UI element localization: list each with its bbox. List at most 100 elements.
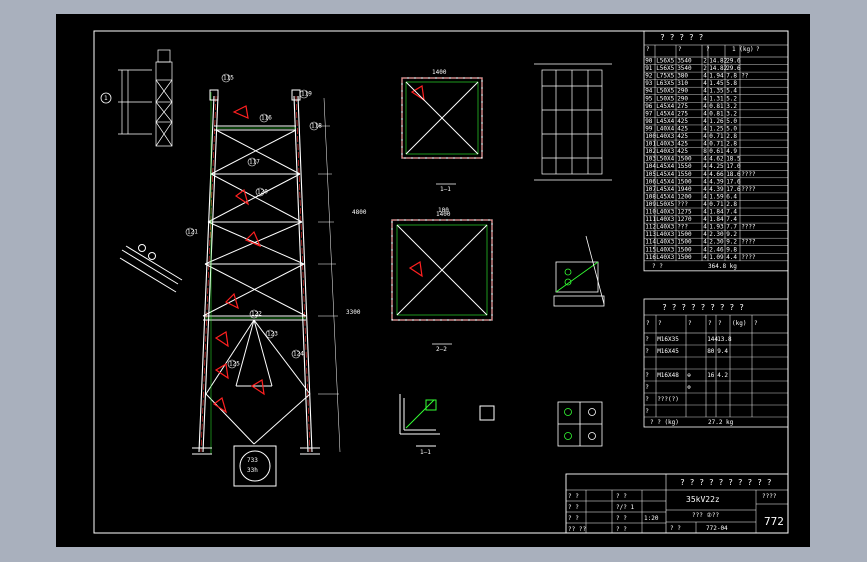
parts-cell: 4	[703, 110, 707, 117]
parts-cell: 105	[645, 171, 656, 178]
inner-frame	[93, 30, 789, 534]
mark-bubble	[309, 121, 319, 131]
bolt-cell: ?	[645, 396, 649, 403]
drawing-sheet[interactable]: 1	[56, 14, 810, 547]
parts-cell: 97	[645, 110, 653, 117]
parts-cell: 112	[645, 224, 656, 231]
parts-cell: L45X4	[656, 103, 674, 110]
title-block-cell: ? ?	[568, 493, 579, 500]
parts-cell: 102	[645, 148, 656, 155]
mark-bubble	[259, 113, 269, 123]
parts-cell: 107	[645, 186, 656, 193]
parts-cell: L45X4	[656, 163, 674, 170]
sheet-number: 772	[764, 515, 784, 528]
parts-cell: 1.94	[709, 73, 724, 80]
mark-number: 116	[261, 115, 272, 122]
parts-table: ? ? ? ? ????1 (kg)?90L56X53540214.8229.6…	[643, 30, 789, 272]
parts-cell: 1275	[677, 209, 692, 216]
base-plate: 733 33h	[233, 445, 277, 487]
parts-cell: 3540	[677, 58, 692, 65]
parts-cell: 1500	[677, 246, 692, 253]
parts-cell: 18.5	[726, 156, 741, 163]
mark-bubble	[265, 329, 275, 339]
bolt-cell: ⊕	[687, 372, 691, 379]
bolt-table-title: ? ? ? ? ? ? ? ? ?	[662, 303, 744, 312]
parts-cell: L40X3	[656, 224, 674, 231]
tower-elevation	[192, 89, 341, 455]
parts-cell: 0.71	[709, 141, 724, 148]
parts-cell: L75X5	[656, 73, 674, 80]
parts-cell: 290	[677, 88, 688, 95]
parts-cell: 4	[703, 133, 707, 140]
parts-cell: L40X3	[656, 246, 674, 253]
title-block-header: ? ? ? ? ? ? ? ? ? ?	[680, 478, 772, 487]
parts-cell: 4	[703, 156, 707, 163]
parts-cell: 98	[645, 118, 653, 125]
parts-cell: 425	[677, 148, 688, 155]
parts-cell: 1.35	[709, 88, 724, 95]
parts-cell: 92	[645, 73, 653, 80]
parts-cell: 14.82	[709, 58, 727, 65]
title-block-cell: ? ?	[568, 504, 579, 511]
parts-cell: 5.4	[726, 88, 737, 95]
mark-bubble	[299, 89, 309, 99]
parts-cell: 4.4	[726, 254, 737, 261]
parts-cell: 0.71	[709, 201, 724, 208]
mark-number: 115	[223, 75, 234, 82]
mark-number: 118	[311, 123, 322, 130]
parts-cell: 29.6	[726, 65, 741, 72]
parts-cell: 5.8	[726, 80, 737, 87]
part-marks: 1151161171181191201211221231241251400140…	[185, 69, 451, 369]
section-label-3: 1—1	[420, 449, 431, 456]
parts-cell: 114	[645, 239, 656, 246]
parts-cell: 104	[645, 163, 656, 170]
parts-cell: 4	[703, 209, 707, 216]
parts-cell: 2	[703, 58, 707, 65]
section-2-plan	[391, 219, 493, 345]
parts-cell: 4	[703, 193, 707, 200]
parts-cell: 4	[703, 80, 707, 87]
parts-cell: L45X4	[656, 193, 674, 200]
dimension-text: 1400	[436, 211, 451, 218]
parts-cell: 4	[703, 254, 707, 261]
parts-cell: L45X4	[656, 110, 674, 117]
parts-cell: 4	[703, 141, 707, 148]
parts-cell: 103	[645, 156, 656, 163]
parts-cell: 2.8	[726, 141, 737, 148]
dimension-text: 100	[438, 207, 449, 214]
parts-cell: 1550	[677, 163, 692, 170]
parts-cell: 3540	[677, 65, 692, 72]
parts-cell: 4	[703, 171, 707, 178]
parts-cell: L56X5	[656, 58, 674, 65]
parts-cell: 0.81	[709, 103, 724, 110]
parts-cell: L40X3	[656, 141, 674, 148]
parts-cell: ????	[741, 186, 756, 193]
parts-cell: L45X4	[656, 178, 674, 185]
drawing-name: 35kV22z	[686, 495, 720, 504]
gusset-detail	[553, 235, 605, 307]
parts-cell: 4	[703, 246, 707, 253]
parts-cell: 290	[677, 95, 688, 102]
parts-cell: 2.8	[726, 133, 737, 140]
parts-cell: 110	[645, 209, 656, 216]
parts-cell: 4.25	[709, 163, 724, 170]
parts-cell: ???	[677, 201, 688, 208]
parts-cell: 4	[703, 73, 707, 80]
parts-total-value: 364.8 kg	[708, 263, 737, 270]
parts-cell: 2.8	[726, 201, 737, 208]
parts-cell: 18.6	[726, 171, 741, 178]
drawing-canvas[interactable]: 1	[56, 14, 810, 547]
bolt-header: ?	[718, 320, 722, 327]
